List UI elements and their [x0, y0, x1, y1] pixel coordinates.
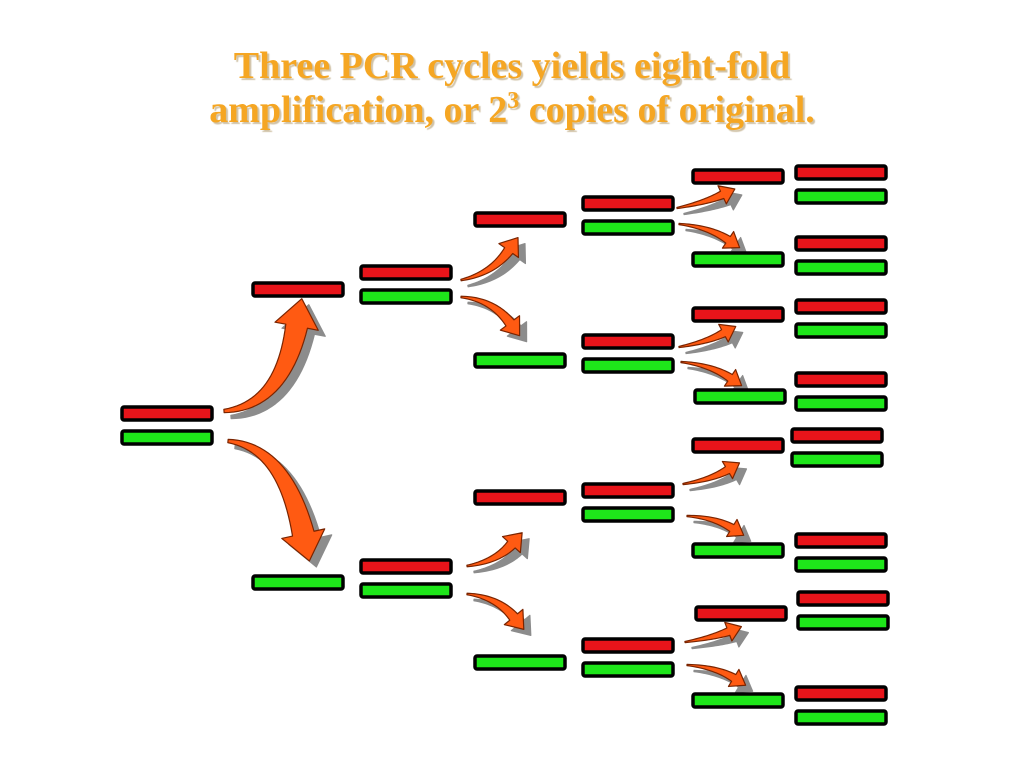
cycle3-arrow-6 — [686, 514, 752, 544]
final-duplex-6-green-strand — [794, 556, 888, 573]
cycle3-red-single-strand-3 — [691, 437, 785, 454]
cycle1-up-arrow — [223, 298, 326, 420]
final-duplex-5-red-strand — [790, 427, 884, 444]
final-duplex-5-green-strand — [790, 451, 884, 468]
cycle2-duplex-4-green-strand — [581, 661, 675, 678]
cycle2-arrow-3 — [466, 532, 530, 574]
final-duplex-2-green-strand — [794, 259, 888, 276]
cycle2-duplex-4-red-strand — [581, 637, 675, 654]
title-exponent: 3 — [507, 88, 520, 114]
cycle3-red-single-strand-2 — [691, 306, 785, 323]
cycle1-down-arrow — [227, 438, 333, 568]
cycle2-duplex-3-red-strand — [581, 482, 675, 499]
original-duplex-green-strand — [120, 429, 214, 446]
cycle1-top-duplex-red-strand — [359, 264, 453, 281]
final-duplex-1-red-strand — [794, 164, 888, 181]
cycle3-arrow-3 — [678, 323, 744, 355]
cycle1-red-single-strand — [251, 281, 345, 298]
cycle2-duplex-1-green-strand — [581, 219, 675, 236]
cycle2-arrow-2 — [460, 295, 528, 343]
slide-title: Three PCR cycles yields eight-fold ampli… — [0, 44, 1024, 132]
cycle2-duplex-2-red-strand — [581, 333, 675, 350]
title-line-2-text: amplification, or 2 — [209, 89, 508, 131]
cycle3-green-single-strand-2 — [693, 388, 787, 405]
cycle2-green-single-strand-1 — [473, 352, 567, 369]
cycle2-arrow-4 — [466, 592, 532, 636]
final-duplex-6-red-strand — [794, 532, 888, 549]
cycle3-green-single-strand-1 — [691, 251, 785, 268]
cycle3-green-single-strand-4 — [691, 692, 785, 709]
cycle2-red-single-strand-1 — [473, 211, 567, 228]
final-duplex-2-red-strand — [794, 235, 888, 252]
cycle3-red-single-strand-4 — [694, 605, 788, 622]
final-duplex-4-green-strand — [794, 395, 888, 412]
cycle3-arrow-1 — [676, 185, 743, 216]
original-duplex-red-strand — [120, 405, 214, 422]
final-duplex-3-green-strand — [794, 322, 888, 339]
final-duplex-7-green-strand — [796, 614, 890, 631]
cycle3-arrow-5 — [682, 460, 748, 492]
final-duplex-4-red-strand — [794, 371, 888, 388]
cycle3-red-single-strand-1 — [691, 168, 785, 185]
cycle1-bottom-duplex-red-strand — [359, 558, 453, 575]
cycle3-arrow-2 — [678, 222, 748, 255]
cycle3-arrow-8 — [686, 663, 754, 694]
cycle1-top-duplex-green-strand — [359, 288, 453, 305]
cycle1-bottom-duplex-green-strand — [359, 582, 453, 599]
title-line-2-rest: copies of original. — [519, 89, 815, 131]
final-duplex-1-green-strand — [794, 188, 888, 205]
cycle2-duplex-2-green-strand — [581, 357, 675, 374]
cycle3-arrow-4 — [680, 360, 750, 393]
cycle2-duplex-3-green-strand — [581, 506, 675, 523]
cycle3-arrow-7 — [684, 621, 749, 650]
cycle2-arrow-1 — [460, 236, 527, 288]
final-duplex-3-red-strand — [794, 298, 888, 315]
cycle3-green-single-strand-3 — [691, 542, 785, 559]
cycle2-green-single-strand-2 — [473, 654, 567, 671]
final-duplex-8-red-strand — [794, 685, 888, 702]
title-line-1: Three PCR cycles yields eight-fold — [233, 45, 791, 87]
cycle1-green-single-strand — [251, 574, 345, 591]
cycle2-red-single-strand-2 — [473, 489, 567, 506]
cycle2-duplex-1-red-strand — [581, 195, 675, 212]
final-duplex-8-green-strand — [794, 709, 888, 726]
title-line-2: amplification, or 23 copies of original. — [0, 88, 1024, 132]
final-duplex-7-red-strand — [796, 590, 890, 607]
